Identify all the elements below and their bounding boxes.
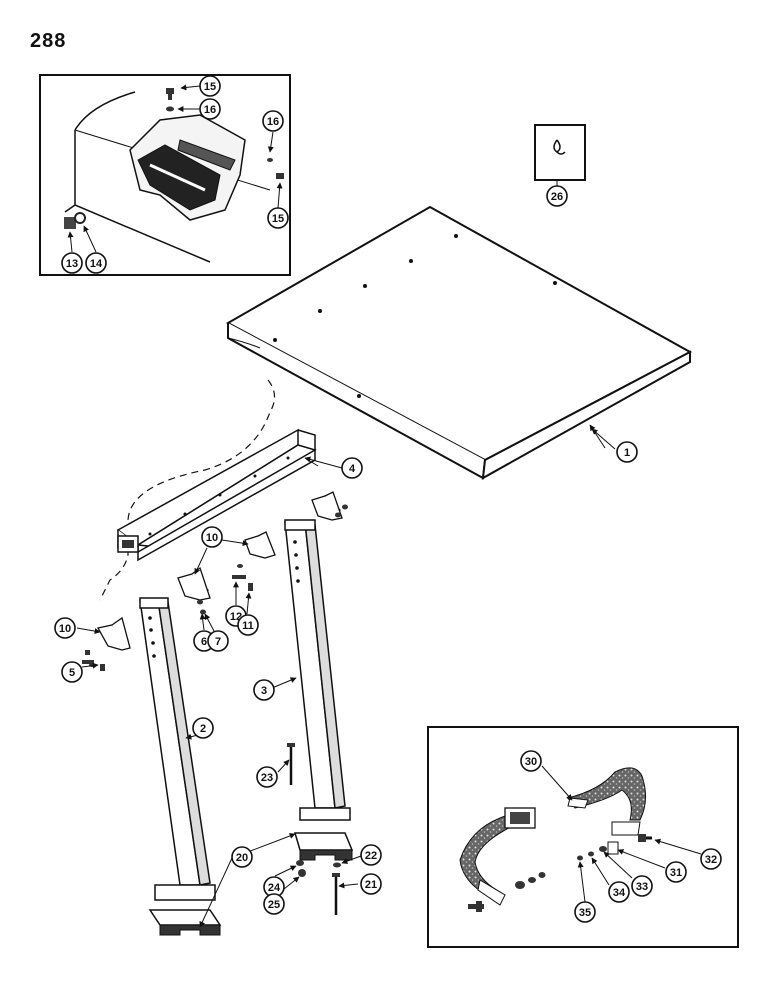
callout-c30: 30 xyxy=(520,750,542,772)
callout-c5: 5 xyxy=(61,661,83,683)
callout-circle xyxy=(61,661,83,683)
part-3-right-post xyxy=(284,519,354,861)
callout-number: 10 xyxy=(59,623,71,635)
callout-c24: 24 xyxy=(263,876,285,898)
callout-circle xyxy=(700,848,722,870)
callout-c20: 20 xyxy=(231,846,253,868)
callout-number: 5 xyxy=(69,667,75,679)
callout-c1: 1 xyxy=(616,441,638,463)
callout-circle xyxy=(262,110,284,132)
callout-circle xyxy=(616,441,638,463)
callout-c23: 23 xyxy=(256,766,278,788)
callout-number: 11 xyxy=(242,620,254,632)
part-4-cross-beam xyxy=(116,428,319,562)
callout-circle xyxy=(631,875,653,897)
callout-circle xyxy=(207,630,229,652)
callout-number: 4 xyxy=(349,463,356,475)
callout-c15b: 15 xyxy=(267,207,289,229)
callout-c32: 32 xyxy=(700,848,722,870)
callout-c26: 26 xyxy=(546,185,568,207)
callout-number: 2 xyxy=(200,723,206,735)
callout-circle xyxy=(54,617,76,639)
callout-c14: 14 xyxy=(85,252,107,274)
callout-number: 15 xyxy=(204,81,216,93)
callout-circle xyxy=(61,252,83,274)
callout-circle xyxy=(546,185,568,207)
page-number: 288 xyxy=(30,30,67,52)
callout-number: 16 xyxy=(267,116,279,128)
callout-number: 25 xyxy=(268,899,280,911)
callout-c16a: 16 xyxy=(199,98,221,120)
callout-c35: 35 xyxy=(574,901,596,923)
callout-number: 7 xyxy=(215,636,221,648)
callout-circle xyxy=(360,844,382,866)
callout-c11: 11 xyxy=(237,614,259,636)
callout-c7: 7 xyxy=(207,630,229,652)
callout-circle xyxy=(267,207,289,229)
callout-c2: 2 xyxy=(192,717,214,739)
callout-number: 33 xyxy=(636,881,648,893)
callout-number: 14 xyxy=(90,258,103,270)
callout-circle xyxy=(85,252,107,274)
callout-circle xyxy=(256,766,278,788)
callout-number: 31 xyxy=(670,867,682,879)
callout-c4: 4 xyxy=(341,457,363,479)
callout-circle xyxy=(201,526,223,548)
callout-circle xyxy=(608,881,630,903)
callout-c21: 21 xyxy=(360,873,382,895)
callout-number: 35 xyxy=(579,907,591,919)
callout-c13: 13 xyxy=(61,252,83,274)
callout-number: 3 xyxy=(261,685,267,697)
callout-number: 6 xyxy=(201,636,207,648)
callout-number: 20 xyxy=(236,852,248,864)
callout-circle xyxy=(263,893,285,915)
callout-c16b: 16 xyxy=(262,110,284,132)
callout-number: 24 xyxy=(268,882,281,894)
callout-circle xyxy=(199,98,221,120)
callout-c31: 31 xyxy=(665,861,687,883)
callout-number: 22 xyxy=(365,850,377,862)
part-1-canopy-roof xyxy=(225,205,693,480)
callout-c10a: 10 xyxy=(54,617,76,639)
callout-c22: 22 xyxy=(360,844,382,866)
callout-circle xyxy=(199,75,221,97)
callout-circle xyxy=(574,901,596,923)
dashed-routing-line xyxy=(99,379,276,601)
inset-canopy-mount xyxy=(39,74,291,276)
callout-circle xyxy=(341,457,363,479)
callout-c3: 3 xyxy=(253,679,275,701)
callout-number: 1 xyxy=(624,447,630,459)
callout-c25: 25 xyxy=(263,893,285,915)
callout-circle xyxy=(237,614,259,636)
callout-circle xyxy=(665,861,687,883)
part-2-left-post xyxy=(139,597,222,936)
callout-circle xyxy=(360,873,382,895)
part-10-brackets xyxy=(82,491,348,915)
callout-number: 34 xyxy=(613,887,626,899)
callout-number: 10 xyxy=(206,532,218,544)
callout-c33: 33 xyxy=(631,875,653,897)
callout-number: 15 xyxy=(272,213,284,225)
inset-seat-belt xyxy=(427,726,739,948)
callout-number: 23 xyxy=(261,772,273,784)
callout-circle xyxy=(231,846,253,868)
callout-c34: 34 xyxy=(608,881,630,903)
callout-number: 30 xyxy=(525,756,537,768)
callout-circle xyxy=(192,717,214,739)
callout-number: 16 xyxy=(204,104,216,116)
callout-number: 32 xyxy=(705,854,717,866)
callout-number: 26 xyxy=(551,191,563,203)
part-26-clip xyxy=(534,124,586,181)
callout-number: 21 xyxy=(365,879,377,891)
leader-lines xyxy=(67,84,702,928)
callout-c15a: 15 xyxy=(199,75,221,97)
callout-circle xyxy=(253,679,275,701)
callout-c10b: 10 xyxy=(201,526,223,548)
callout-number: 13 xyxy=(66,258,78,270)
callout-circle xyxy=(520,750,542,772)
